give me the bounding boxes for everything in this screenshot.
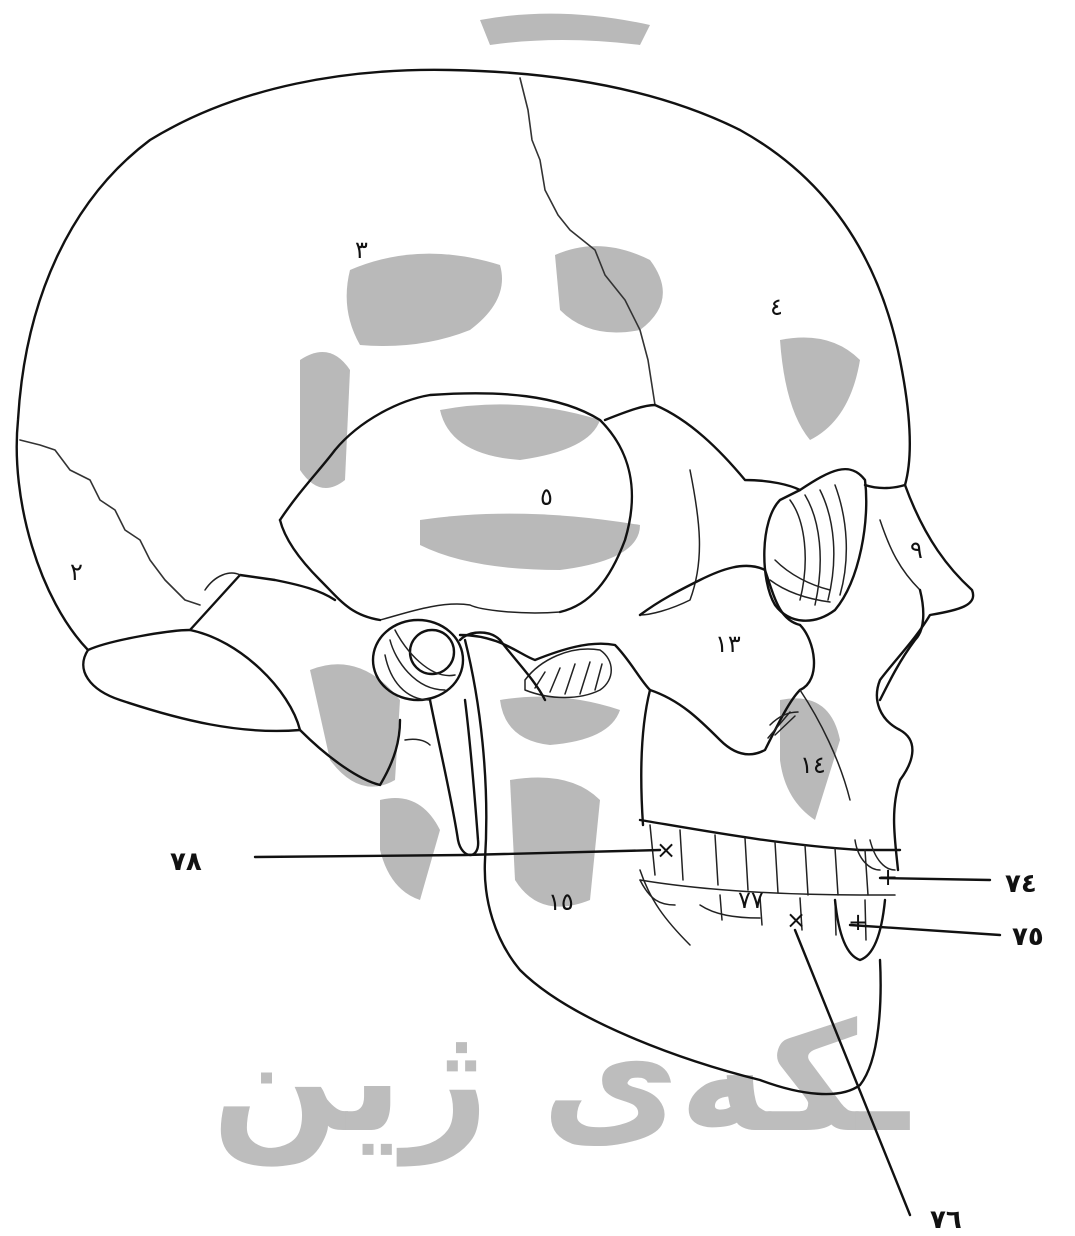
label-zygomatic: ١٣ — [715, 630, 741, 658]
watermark-text: ـکەی ژین — [212, 992, 911, 1167]
label-maxilla: ١٤ — [800, 751, 826, 779]
label-parietal: ٣ — [355, 236, 368, 264]
label-frontal: ٤ — [770, 293, 783, 321]
label-temporal: ٥ — [540, 483, 553, 511]
label-nasal: ٩ — [910, 536, 923, 564]
label-pointer-78: ٧٨ — [170, 847, 202, 877]
sutures — [20, 78, 800, 630]
tooth-mark-plus2: + — [848, 908, 868, 936]
label-pointer-74: ٧٤ — [1005, 869, 1037, 899]
label-pointer-76: ٧٦ — [930, 1205, 962, 1235]
teeth: × × + + — [640, 820, 900, 960]
label-pointer-75: ٧٥ — [1012, 922, 1044, 952]
label-mandible: ١٥ — [548, 888, 574, 916]
orbit — [764, 469, 866, 621]
label-teeth-inner: ٧٧ — [738, 886, 764, 914]
label-occipital: ٢ — [70, 558, 83, 586]
